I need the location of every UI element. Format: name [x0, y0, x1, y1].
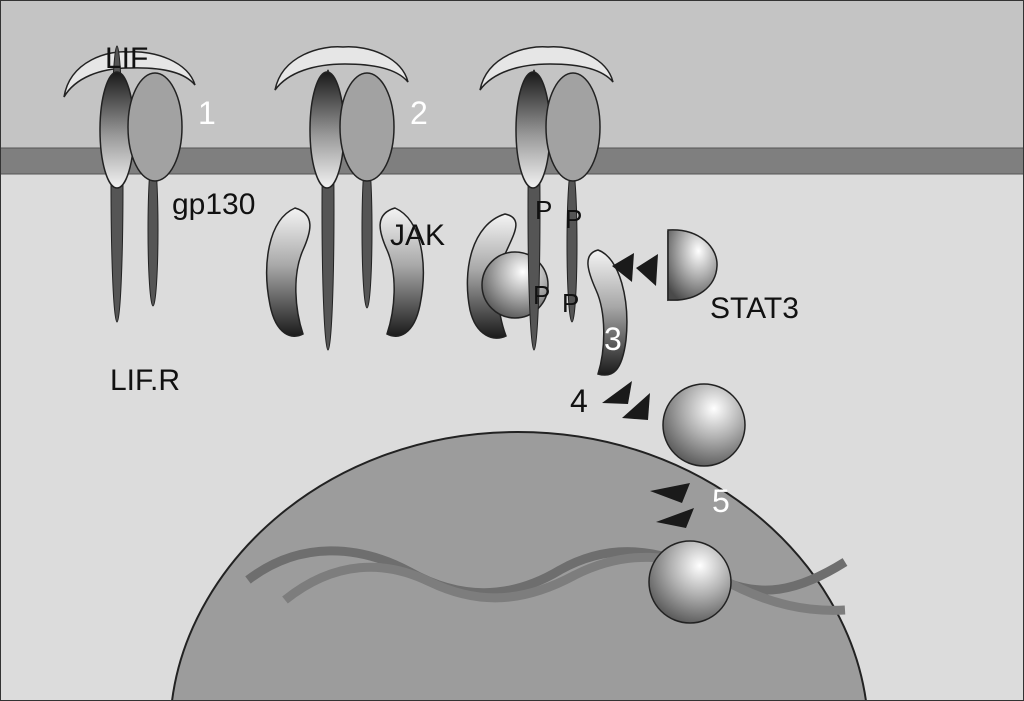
lifr-receptor	[515, 71, 551, 189]
stat3-dimer-translocating	[662, 383, 746, 467]
step-5-label: 5	[712, 483, 730, 519]
arrow-head	[602, 381, 632, 404]
jak-kinase	[379, 207, 425, 337]
jak-kinase	[587, 249, 628, 376]
arrow-head	[650, 483, 690, 503]
arrow-head	[612, 253, 634, 282]
receptor-complex-3: P P P P	[466, 46, 628, 376]
arrow-head	[622, 393, 650, 420]
gp130-receptor	[127, 72, 183, 182]
receptor-complex-1	[63, 45, 196, 323]
gp130-receptor	[545, 72, 601, 182]
lif-ligand	[274, 46, 409, 91]
arrow-head	[656, 508, 694, 528]
gp130-label: gp130	[172, 188, 255, 221]
step-2-label: 2	[410, 95, 428, 131]
jak-kinase	[265, 207, 311, 337]
dna-strand-b	[282, 552, 846, 615]
lif-ligand	[63, 51, 196, 98]
lifr-receptor	[309, 71, 345, 189]
step-4-label: 4	[570, 383, 588, 419]
stat3-label: STAT3	[710, 292, 799, 325]
step-1-label: 1	[198, 95, 216, 131]
jak-label: JAK	[390, 219, 445, 252]
phospho-mark: P	[565, 204, 582, 234]
phospho-mark: P	[535, 195, 552, 225]
stat3-dna-bound	[648, 540, 732, 624]
arrow-head	[636, 254, 658, 286]
receptor-complex-2	[265, 46, 425, 351]
lifr-label: LIF.R	[110, 364, 180, 397]
lif-ligand	[479, 46, 614, 91]
phospho-mark: P	[562, 288, 579, 318]
nucleus	[170, 430, 868, 701]
stat3-monomer	[667, 229, 718, 301]
lif-label: LIF	[105, 42, 148, 75]
gp130-receptor	[339, 72, 395, 182]
step-3-label: 3	[604, 321, 622, 357]
phospho-mark: P	[533, 280, 550, 310]
